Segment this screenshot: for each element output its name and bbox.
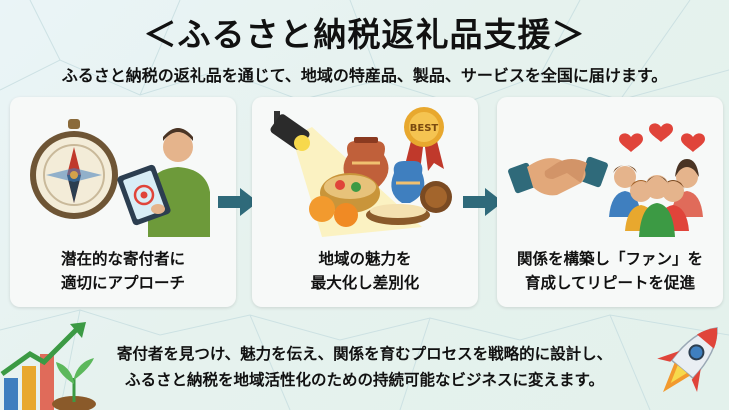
summary-line1: 寄付者を見つけ、魅力を伝え、関係を育むプロセスを戦略的に設計し、	[116, 345, 613, 363]
card-approach-line1: 潜在的な寄付者に	[60, 250, 185, 268]
person-with-tablet-icon	[117, 128, 210, 237]
card-approach-illustration	[30, 119, 210, 237]
growth-chart-icon	[0, 322, 96, 410]
card-approach-line2: 適切にアプローチ	[60, 274, 185, 292]
card-relationship-text: 関係を構築し「ファン」を 育成してリピートを促進	[497, 247, 723, 295]
card-relationship-line2: 育成してリピートを促進	[524, 274, 696, 292]
card-approach: 潜在的な寄付者に 適切にアプローチ	[10, 97, 236, 307]
compass-icon	[30, 119, 118, 219]
summary-text: 寄付者を見つけ、魅力を伝え、関係を育むプロセスを戦略的に設計し、 ふるさと納税を…	[0, 341, 729, 393]
page-subtitle: ふるさと納税の返礼品を通じて、地域の特産品、製品、サービスを全国に届けます。	[61, 66, 668, 85]
summary-line2: ふるさと納税を地域活性化のための持続可能なビジネスに変えます。	[125, 371, 604, 389]
arrow-right-icon	[463, 188, 503, 216]
sprout-icon	[52, 358, 96, 410]
card-relationship-illustration	[508, 123, 705, 237]
handshake-icon	[508, 156, 608, 196]
rocket-icon	[657, 326, 718, 393]
card-attraction-line1: 地域の魅力を	[318, 250, 412, 268]
card-relationship: 関係を構築し「ファン」を 育成してリピートを促進	[497, 97, 723, 307]
heart-icon	[619, 123, 705, 152]
card-attraction-illustration: BEST	[270, 107, 452, 237]
card-attraction-text: 地域の魅力を 最大化し差別化	[252, 247, 478, 295]
best-badge-label: BEST	[410, 123, 439, 134]
page-title: ＜ふるさと納税返礼品支援＞	[143, 15, 586, 54]
card-attraction-line2: 最大化し差別化	[310, 274, 420, 292]
card-attraction: BEST 地域の魅力を 最大化し差別化	[252, 97, 478, 307]
fans-group-icon	[609, 159, 703, 237]
card-relationship-line1: 関係を構築し「ファン」を	[516, 250, 703, 268]
arrow-right-icon	[218, 188, 258, 216]
local-products-icon	[309, 137, 452, 227]
best-badge-icon: BEST	[404, 107, 444, 171]
card-approach-text: 潜在的な寄付者に 適切にアプローチ	[10, 247, 236, 295]
